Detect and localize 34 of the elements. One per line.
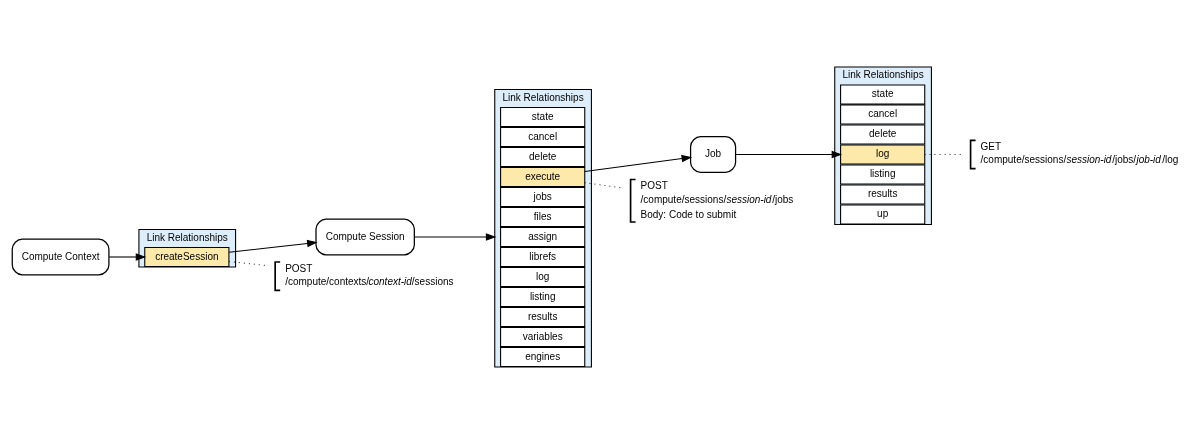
node-box: createSession	[144, 246, 230, 268]
node-box: files	[500, 206, 586, 228]
connector	[584, 182, 622, 189]
node-box: librefs	[500, 246, 586, 268]
arrow	[108, 253, 147, 261]
node-box: assign	[500, 226, 586, 248]
node-box: variables	[500, 326, 586, 348]
connector	[228, 260, 267, 266]
node-box: cancel	[840, 104, 926, 125]
node-box: listing	[500, 286, 586, 308]
node-box: state	[840, 84, 926, 105]
node-box: results	[500, 306, 586, 328]
node-box: Job	[689, 135, 737, 174]
node-box: log	[840, 144, 926, 165]
arrow	[735, 150, 843, 159]
node-box: Compute Context	[11, 238, 110, 276]
node-box: Compute Session	[315, 218, 415, 256]
node-box: engines	[500, 346, 586, 368]
node-box: execute	[500, 166, 586, 188]
node-box: listing	[840, 164, 926, 185]
node-box: delete	[840, 124, 926, 145]
arrow	[413, 233, 497, 241]
node-box: cancel	[500, 126, 586, 148]
node-box: log	[500, 266, 586, 288]
node-text: POST /compute/sessions/session-id/jobs Body: Code to submit	[640, 180, 794, 220]
node-box: results	[840, 184, 926, 205]
node-box: delete	[500, 146, 586, 168]
node-box: up	[840, 204, 926, 225]
node-text: GET /compute/sessions/session-id/jobs/job-id/log	[980, 141, 1179, 166]
arrow	[584, 154, 693, 173]
node-text: POST /compute/contexts/context-id/sessions	[285, 262, 454, 287]
arrow	[228, 239, 318, 253]
node-box: state	[500, 106, 586, 128]
node-box: jobs	[500, 186, 586, 208]
